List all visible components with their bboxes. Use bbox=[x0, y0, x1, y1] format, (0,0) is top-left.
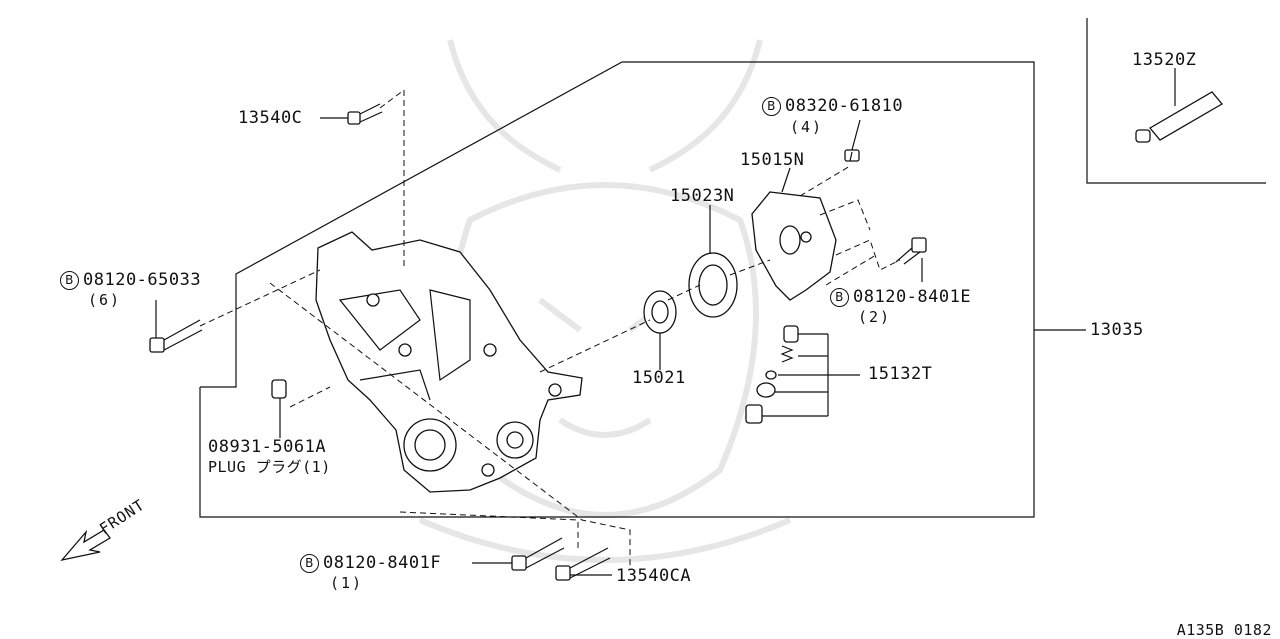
alignment-lines bbox=[199, 89, 901, 570]
outer-rotor-15023n bbox=[688, 252, 738, 318]
sealant-tube-13520z bbox=[1135, 91, 1223, 143]
bolt-08120-8401f bbox=[511, 537, 565, 571]
callout-15015n: 15015N bbox=[740, 150, 805, 170]
bolt-08320-61810 bbox=[844, 149, 860, 162]
qty-08120-8401f: (1) bbox=[330, 574, 364, 592]
assembly-frame bbox=[199, 61, 1035, 518]
bolt-badge-icon: B bbox=[762, 97, 781, 116]
qty-08120-65033: (6) bbox=[88, 291, 122, 309]
bolt-badge-icon: B bbox=[300, 554, 319, 573]
inset-frame bbox=[1086, 18, 1266, 184]
front-arrow-icon bbox=[60, 529, 111, 562]
front-cover-housing bbox=[315, 231, 583, 493]
callout-15023n: 15023N bbox=[670, 186, 735, 206]
qty-08120-8401e: (2) bbox=[858, 308, 892, 326]
callout-15132t: 15132T bbox=[868, 364, 933, 384]
callout-08931-5061a: 08931-5061A bbox=[208, 437, 327, 457]
callout-15021: 15021 bbox=[632, 368, 686, 388]
inner-rotor-15021 bbox=[643, 290, 677, 334]
callout-13540ca: 13540CA bbox=[616, 566, 692, 586]
leader-lines bbox=[155, 68, 1176, 576]
callout-plug: PLUG プラグ(1) bbox=[208, 458, 331, 476]
bolt-08120-65033 bbox=[149, 319, 203, 353]
plug-08931 bbox=[271, 379, 287, 399]
qty-08320-61810: (4) bbox=[790, 118, 824, 136]
callout-13035: 13035 bbox=[1090, 320, 1144, 340]
bolt-badge-icon: B bbox=[60, 271, 79, 290]
bolt-08120-8401e bbox=[895, 237, 927, 265]
bolt-13540c bbox=[347, 103, 383, 125]
reference-code: A135B 0182 bbox=[1176, 621, 1272, 639]
relief-valve-parts bbox=[745, 325, 799, 424]
bolt-badge-icon: B bbox=[830, 288, 849, 307]
pump-cover-15015n bbox=[751, 191, 837, 301]
callout-13540c: 13540C bbox=[238, 108, 303, 128]
callout-13520z: 13520Z bbox=[1132, 50, 1197, 70]
bolt-13540ca bbox=[555, 547, 611, 581]
